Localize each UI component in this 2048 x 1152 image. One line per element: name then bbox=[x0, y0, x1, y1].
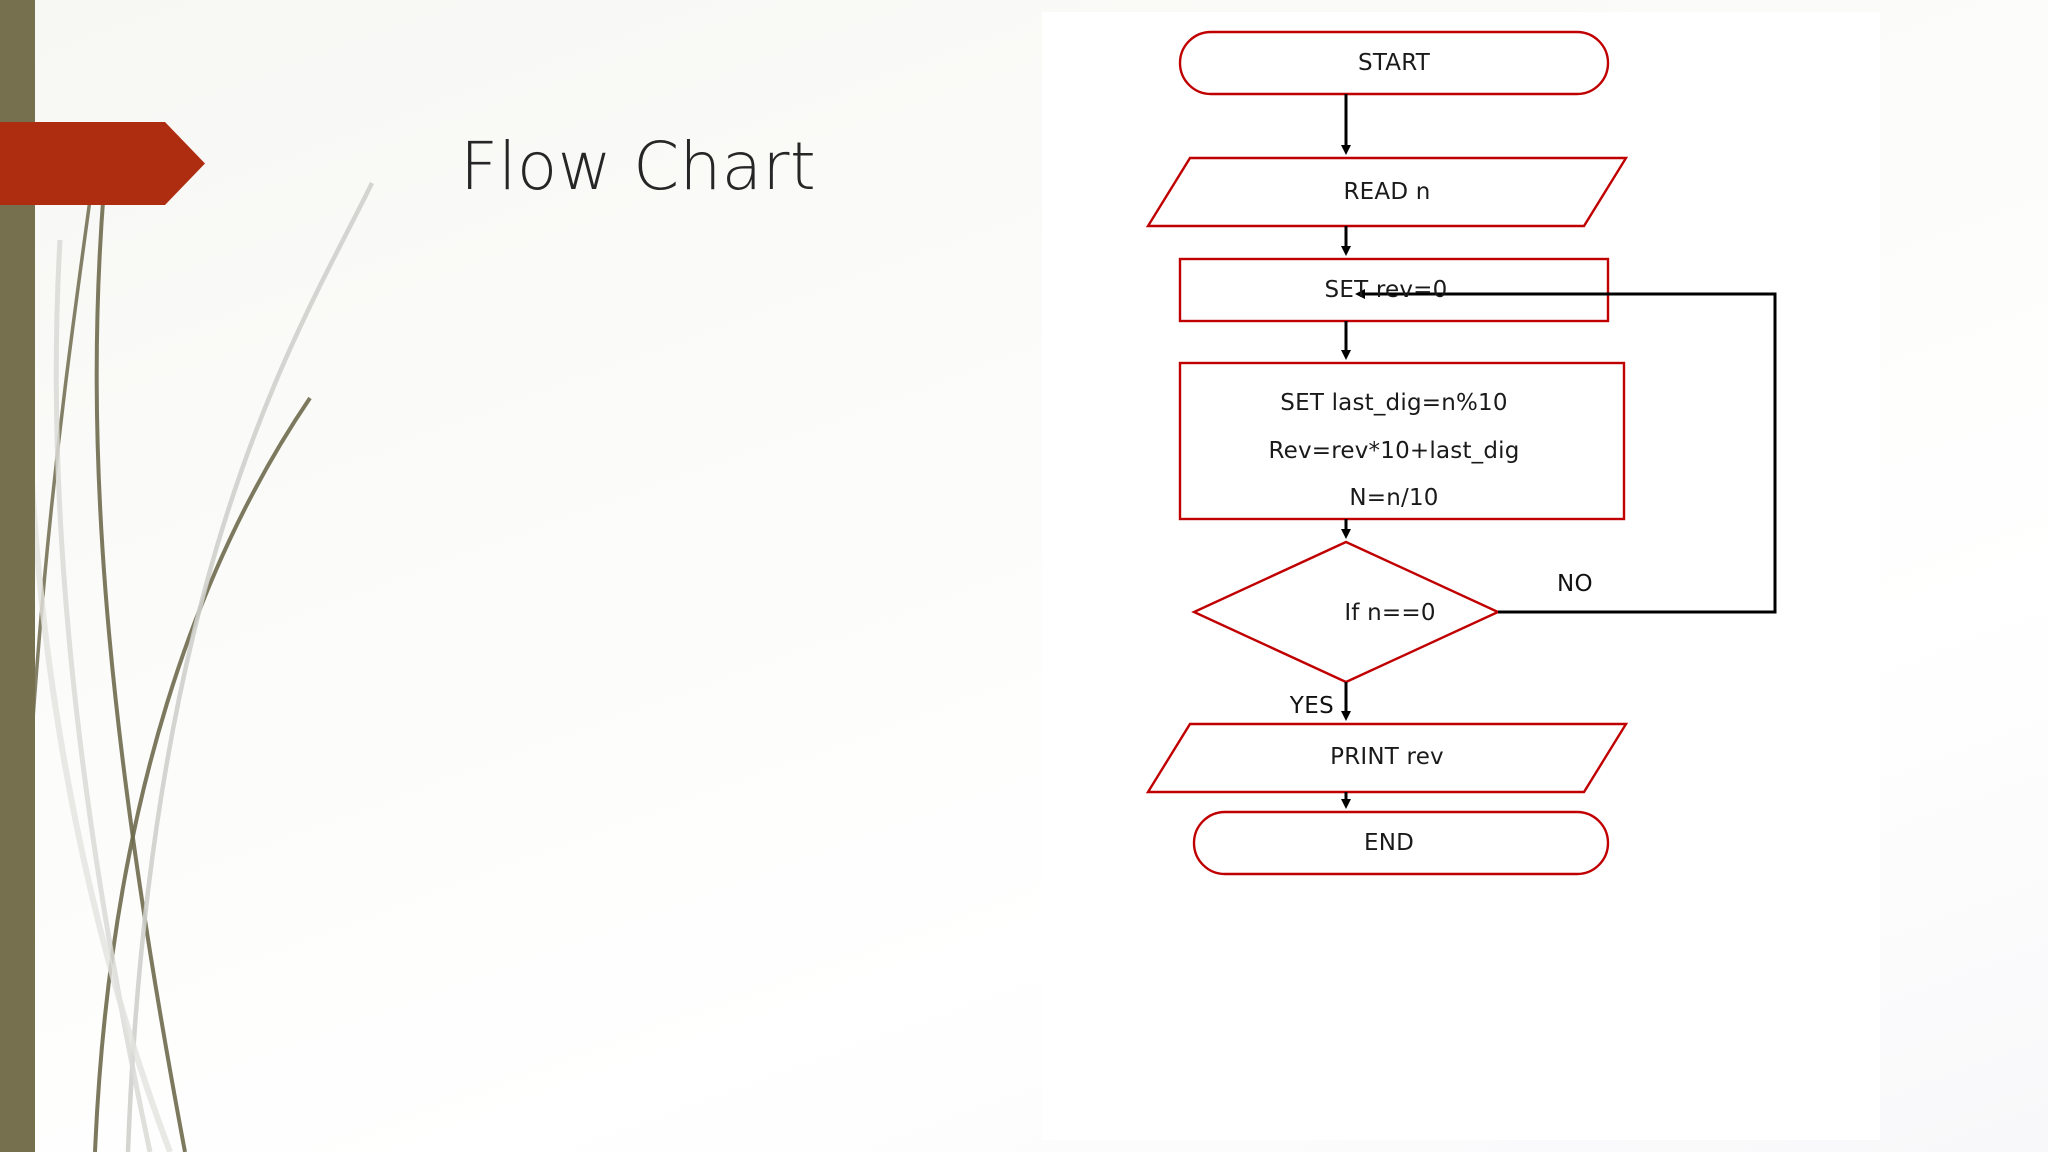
node-label-start: START bbox=[1358, 50, 1430, 76]
node-label-decision: If n==0 bbox=[1344, 600, 1436, 626]
node-label-init: SET rev=0 bbox=[1324, 277, 1448, 303]
edge-label-no: NO bbox=[1556, 571, 1594, 597]
flowchart-graphics bbox=[1145, 30, 1777, 876]
edge-label-yes: YES bbox=[1289, 693, 1335, 719]
page-title: Flow Chart bbox=[460, 128, 817, 206]
node-label-print: PRINT rev bbox=[1330, 744, 1444, 770]
node-label-end: END bbox=[1363, 830, 1415, 856]
node-label-loop-line2: Rev=rev*10+last_dig bbox=[1268, 438, 1520, 464]
node-label-read: READ n bbox=[1343, 179, 1431, 205]
node-label-loop-line1: SET last_dig=n%10 bbox=[1280, 390, 1508, 416]
node-label-loop-line3: N=n/10 bbox=[1349, 485, 1439, 511]
flowchart: START READ n SET rev=0 SET last_dig=n%10… bbox=[1042, 12, 1880, 1140]
title-banner-arrow-icon bbox=[0, 122, 205, 205]
